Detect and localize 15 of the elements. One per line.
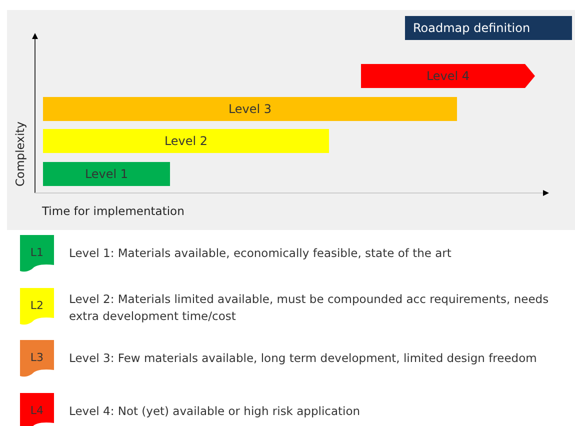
axis-title: Time for implementation <box>42 204 184 218</box>
legend-swatch: L2 <box>20 288 54 326</box>
title-box: Roadmap definition <box>405 16 572 40</box>
legend-swatch: L1 <box>20 235 54 273</box>
legend-text: Level 1: Materials available, economically feasible, state of the art <box>69 245 452 262</box>
legend-text: Level 4: Not (yet) available or high risk application <box>69 403 362 420</box>
level-bar: Level 1 <box>43 162 170 186</box>
axis-title: Complexity <box>13 122 27 186</box>
level-bar: Level 4 <box>361 64 535 88</box>
legend-swatch: L4 <box>20 393 54 426</box>
legend-text: Level 2: Materials limited available, must be compounded acc requirements, needs extra development time/cost <box>69 291 550 325</box>
legend-text: Level 3: Few materials available, long term development, limited design freedom <box>69 350 538 367</box>
level-bar: Level 3 <box>43 97 457 121</box>
legend-swatch: L3 <box>20 340 54 378</box>
level-bar: Level 2 <box>43 129 329 153</box>
